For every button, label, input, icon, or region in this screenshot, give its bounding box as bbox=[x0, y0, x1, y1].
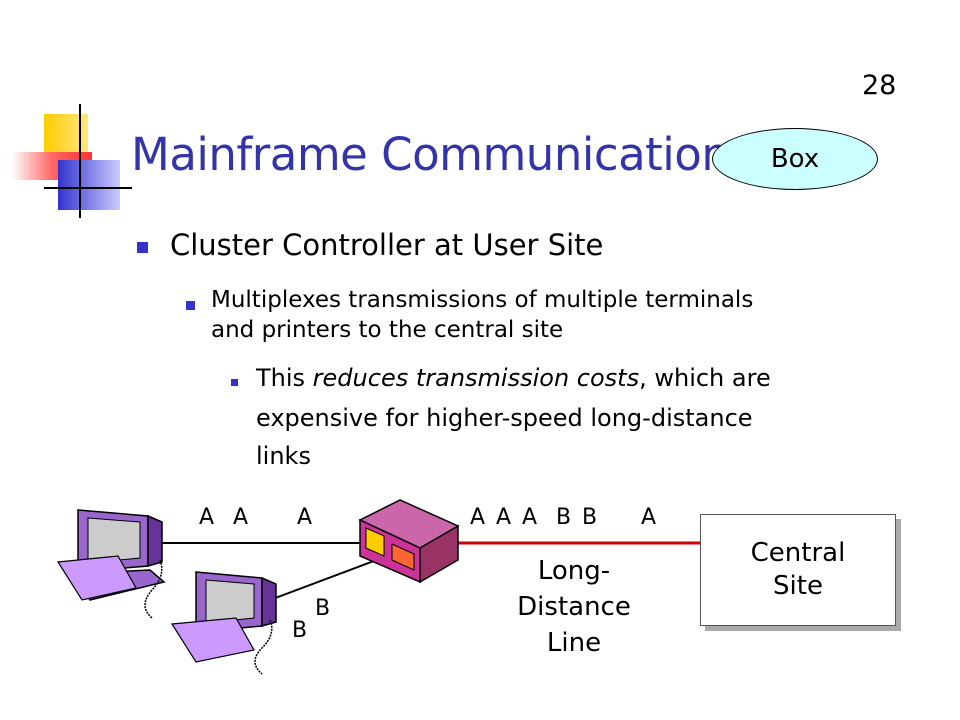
trunk-label-5: B bbox=[582, 505, 598, 530]
bullet-level3-line1: This reduces transmission costs, which a… bbox=[256, 364, 771, 392]
bullet-level2-line1: Multiplexes transmissions of multiple te… bbox=[211, 287, 754, 313]
terminal2-icon bbox=[170, 571, 277, 675]
terminal2-label-1: B bbox=[315, 596, 331, 621]
long-line-label-2: Distance bbox=[517, 592, 631, 622]
terminal1-icon bbox=[56, 509, 166, 619]
title-decoration-graphic bbox=[12, 104, 132, 218]
trunk-label-6: A bbox=[641, 505, 657, 530]
trunk-label-4: B bbox=[556, 505, 572, 530]
bullet-level3-line2: expensive for higher-speed long-distance bbox=[256, 404, 753, 432]
terminal1-label-2: A bbox=[233, 505, 249, 530]
terminal2-label-2: B bbox=[292, 618, 308, 643]
bullet-level3-emphasis: reduces transmission costs bbox=[312, 364, 640, 392]
long-line-label-3: Line bbox=[546, 628, 602, 658]
slide-title: Mainframe Communication bbox=[131, 128, 730, 181]
long-distance-line-label: Long- Distance Line bbox=[494, 553, 654, 661]
bullet-level3-pre: This bbox=[256, 364, 313, 392]
bullet-level2-line2: and printers to the central site bbox=[211, 317, 564, 343]
central-site-box: Central Site bbox=[700, 514, 896, 626]
long-line-label-1: Long- bbox=[537, 556, 611, 586]
trunk-label-2: A bbox=[496, 505, 512, 530]
bullet-level2-marker bbox=[186, 301, 195, 310]
terminal1-label-1: A bbox=[199, 505, 215, 530]
bullet-level3-marker bbox=[231, 379, 238, 386]
trunk-label-1: A bbox=[470, 505, 486, 530]
terminal1-label-3: A bbox=[297, 505, 313, 530]
central-site-label-2: Site bbox=[773, 571, 823, 601]
box-callout-label: Box bbox=[770, 144, 820, 174]
trunk-label-3: A bbox=[522, 505, 538, 530]
bullet-level3-line3: links bbox=[256, 442, 311, 470]
cluster-controller-icon bbox=[358, 499, 460, 584]
bullet-level1-marker bbox=[137, 242, 148, 253]
slide-number: 28 bbox=[862, 70, 897, 101]
bullet-level3-post: , which are bbox=[639, 364, 771, 392]
bullet-level1-text: Cluster Controller at User Site bbox=[170, 228, 604, 262]
central-site-label-1: Central bbox=[750, 538, 846, 568]
box-callout: Box bbox=[712, 128, 878, 190]
